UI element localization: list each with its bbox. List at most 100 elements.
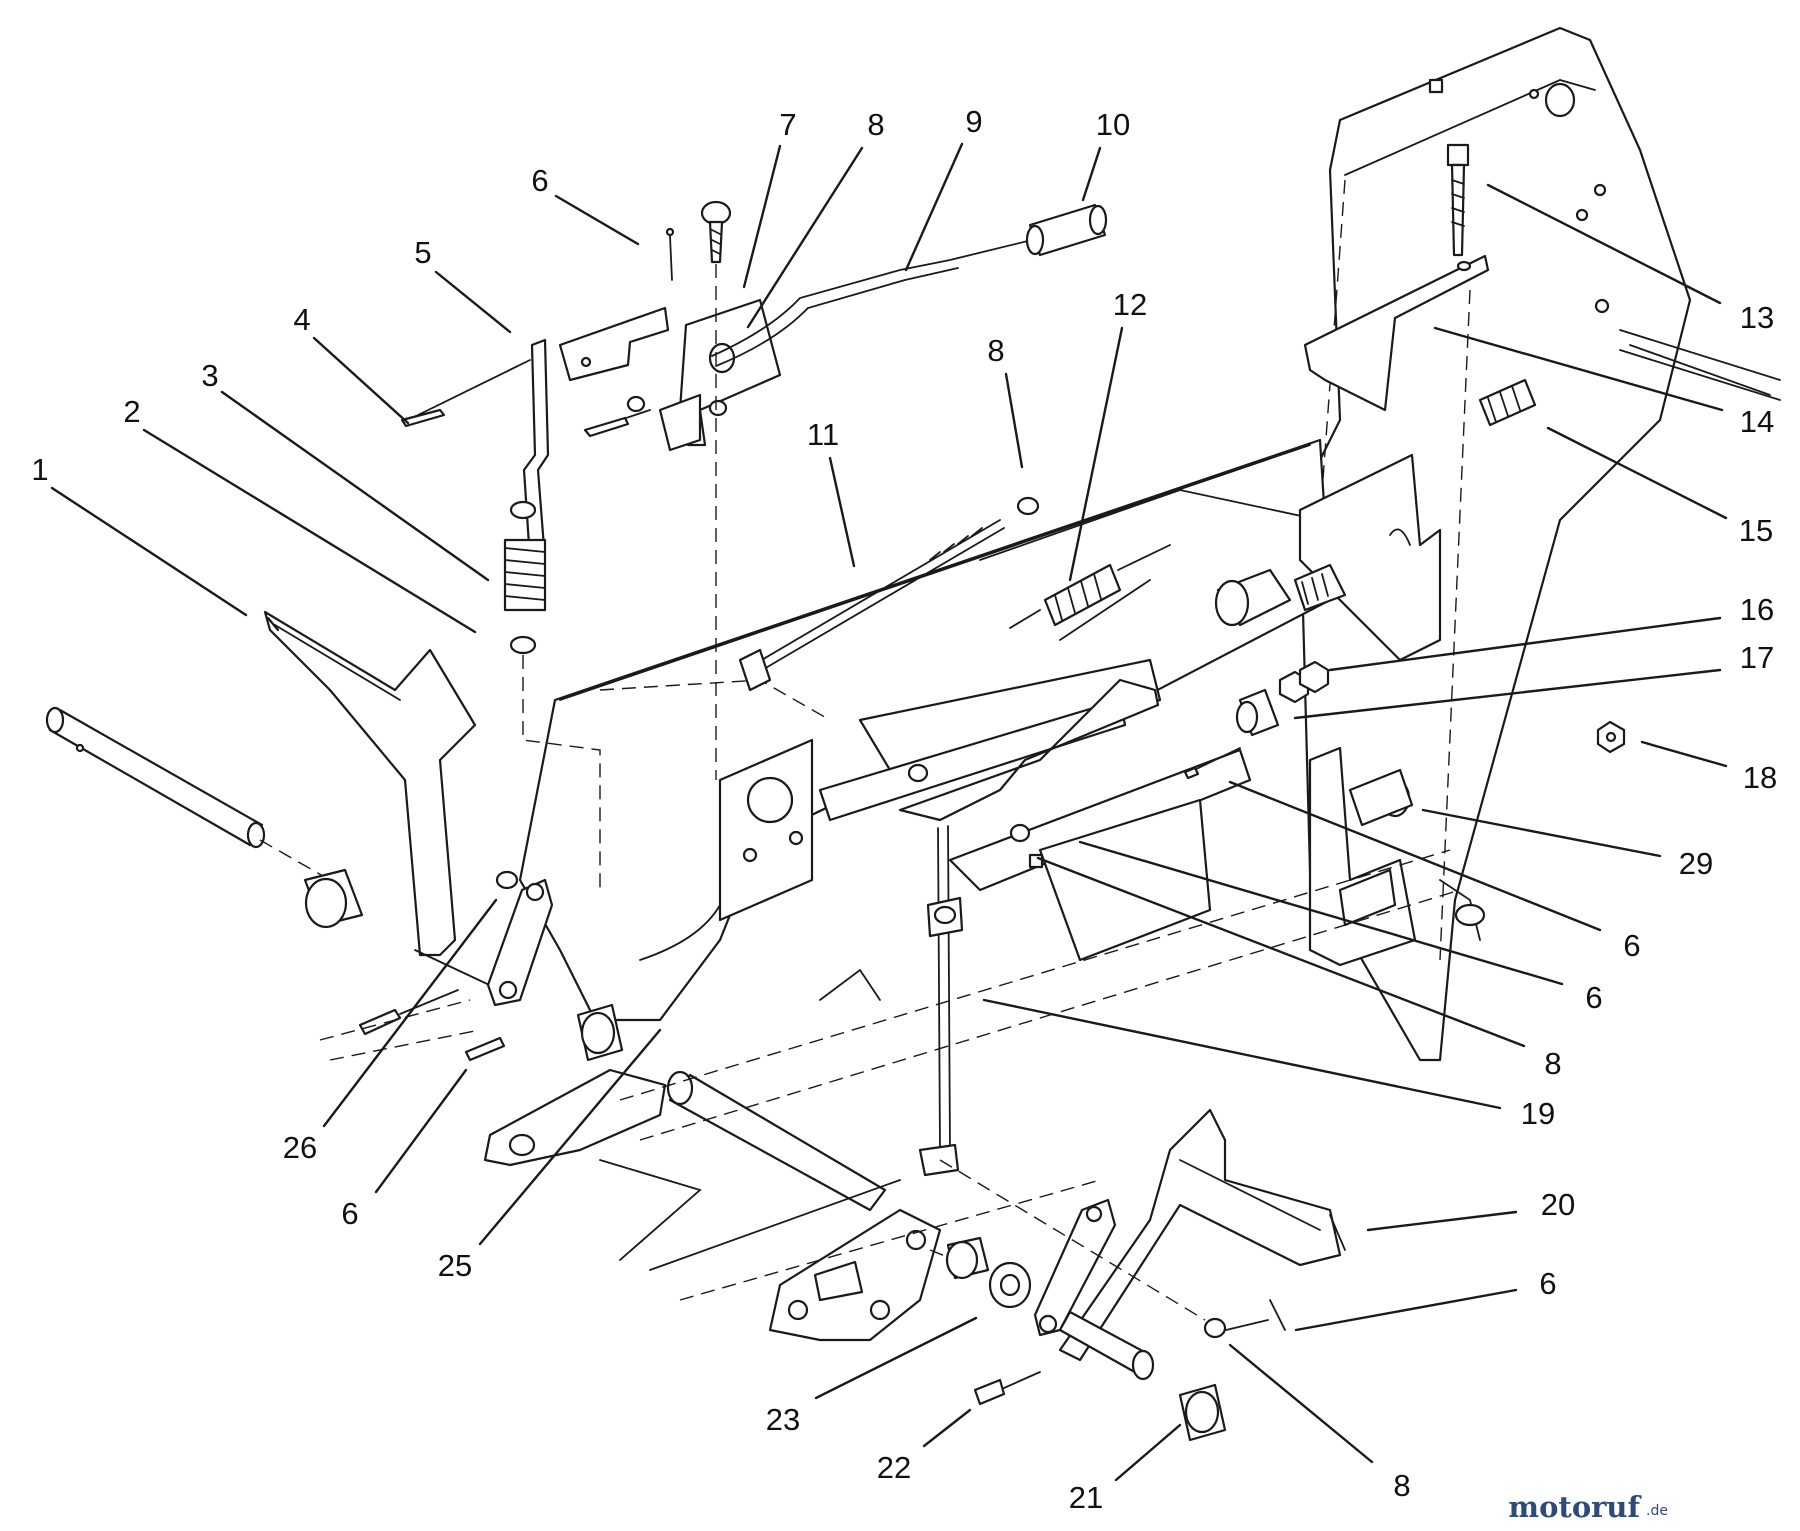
callout-number-c6a: 6 [531,163,548,198]
leader-line-c4 [312,336,410,425]
leader-line-c6b [1228,780,1602,932]
control-rod [711,237,1041,367]
callout-number-c6c: 6 [1585,980,1602,1015]
callout-number-c25: 25 [438,1248,472,1283]
leader-line-c20 [1366,1210,1518,1232]
callout-number-c8a: 8 [867,107,884,142]
lift-link [400,338,651,562]
extension-spring [1009,544,1171,629]
leader-line-c25 [478,1028,662,1246]
callout-number-c1: 1 [31,452,48,487]
leader-line-c10 [1081,146,1102,202]
callout-number-c19: 19 [1521,1096,1555,1131]
leader-line-c1 [50,486,248,617]
leader-line-c29 [1421,808,1662,858]
cotter-pin-right [1183,747,1241,780]
left-bushing [303,868,364,929]
leader-line-c18 [1640,740,1728,768]
lower-washer [988,1261,1032,1309]
callout-number-c21: 21 [1069,1480,1103,1515]
leader-line-c6c [1078,840,1564,986]
cotter-pin-top [665,227,675,281]
lock-nut [1596,720,1626,754]
watermark-suffix: .de [1646,1503,1668,1519]
leader-line-c17 [1293,668,1722,720]
leader-line-c22 [922,1408,972,1448]
callout-number-c8c: 8 [1544,1046,1561,1081]
callout-number-c3: 3 [201,358,218,393]
tension-rod [738,496,1040,692]
callout-number-c7: 7 [779,107,796,142]
callout-number-c16: 16 [1740,592,1774,627]
callout-number-c6e: 6 [341,1196,358,1231]
upper-bracket [558,298,782,452]
main-frame-plate [518,438,1332,1022]
svg-text:.de: .de [1646,1503,1668,1519]
mount-plate [1303,254,1490,412]
callout-number-c10: 10 [1096,107,1130,142]
top-bolt [1446,143,1470,257]
left-arm [486,870,554,1007]
watermark-logo: motoruf .de [1508,1490,1668,1524]
callout-number-c13: 13 [1740,300,1774,335]
left-shaft [45,706,331,881]
leader-line-c8d [1228,1343,1374,1464]
leader-line-c8a [746,146,864,329]
leader-line-c6e [374,1068,468,1194]
grease-fitting [973,1371,1041,1406]
vertical-bolt [700,200,732,780]
leader-line-c8c [1036,856,1526,1048]
watermark-brand: motoruf [1508,1490,1642,1524]
leader-line-c23 [814,1316,978,1400]
leader-line-c8b [1004,372,1024,469]
right-arm [1033,1198,1155,1381]
leader-line-c5 [434,270,512,334]
nut-stack [1235,660,1330,737]
left-pedal [263,610,501,991]
pivot-bracket [1214,453,1442,662]
callout-number-c8d: 8 [1393,1468,1410,1503]
callout-number-c15: 15 [1739,513,1773,548]
leader-line-c11 [828,456,856,568]
callout-number-c8b: 8 [987,333,1004,368]
left-pin [358,989,506,1062]
callout-number-c2: 2 [123,394,140,429]
lower-bracket [1308,746,1486,967]
leader-line-c9 [904,142,964,272]
callout-number-c6b: 6 [1623,928,1640,963]
center-link-arm [898,678,1160,1177]
leader-line-c13 [1486,183,1722,305]
callout-number-c14: 14 [1740,404,1774,439]
leader-line-c12 [1068,326,1124,582]
callout-number-c4: 4 [293,302,310,337]
leader-line-c14 [1433,326,1724,412]
callout-number-c17: 17 [1740,640,1774,675]
small-spring [1478,378,1537,427]
callout-number-c18: 18 [1743,760,1777,795]
leader-line-c7 [742,144,782,289]
svg-text:motoruf: motoruf [1508,1490,1642,1524]
leader-line-c21 [1114,1423,1182,1482]
callout-number-c29: 29 [1679,846,1713,881]
lower-yoke [483,1068,887,1212]
callout-number-c5: 5 [414,235,431,270]
callout-number-c6d: 6 [1539,1266,1556,1301]
leader-line-c15 [1546,426,1728,520]
rod-grip [1025,203,1108,257]
callout-number-c22: 22 [877,1450,911,1485]
callout-number-c23: 23 [766,1402,800,1437]
lower-bushing [945,1236,990,1280]
callout-number-c11: 11 [807,417,839,452]
leader-line-c6d [1294,1288,1518,1332]
leader-line-c16 [1328,616,1722,672]
right-bushing [1178,1383,1227,1442]
callout-number-c12: 12 [1113,287,1147,322]
compression-spring [503,500,601,890]
leader-line-c26 [322,898,498,1128]
leader-line-c19 [982,998,1502,1110]
leader-line-c6a [554,194,640,246]
leader-line-c2 [142,428,477,634]
